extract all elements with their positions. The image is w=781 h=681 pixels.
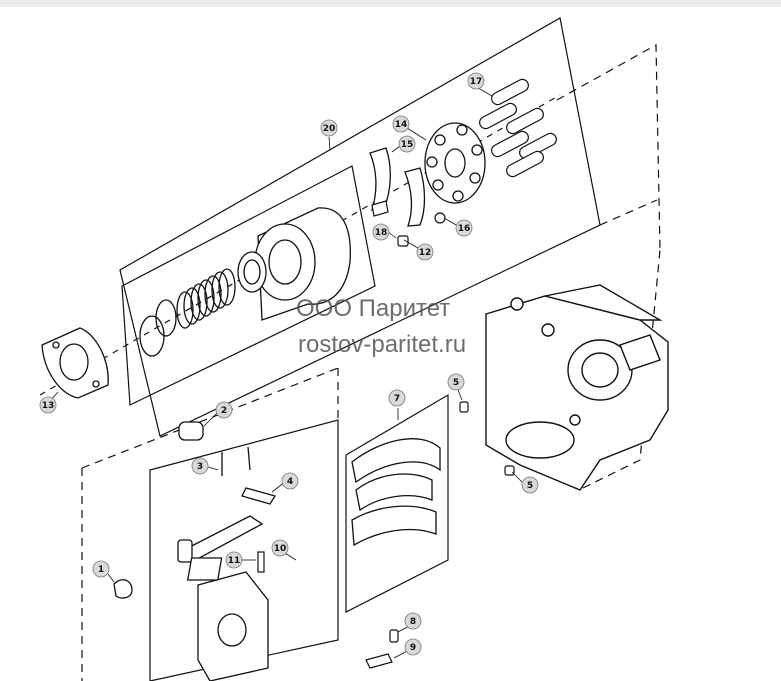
cylinder-frame [121,165,376,406]
piston-set [479,78,557,178]
callout-4: 4 [281,472,299,490]
callout-label: 12 [419,248,432,258]
callout-bubble [404,638,422,656]
swashplate-frame [345,393,449,613]
callout-13: 13 [39,396,57,414]
callout-label: 18 [375,228,388,238]
callout-11: 11 [225,551,243,569]
callout-label: 5 [453,378,459,388]
callout-label: 20 [323,124,336,134]
callout-bubble [372,223,390,241]
callout-bubble [271,539,289,557]
callout-bubble [467,72,485,90]
callout-8: 8 [404,612,422,630]
callout-15: 15 [398,135,416,153]
callout-bubble [455,219,473,237]
control-assembly-frame [149,419,339,681]
housing-dashed-outline [81,367,339,469]
callout-label: 2 [221,406,227,416]
callout-label: 11 [228,556,241,566]
callout-label: 4 [287,477,293,487]
callout-label: 10 [274,544,287,554]
callout-bubble [388,389,406,407]
pump-housing [485,284,669,491]
callout-bubble [92,560,110,578]
swashplate-bearings [351,438,441,547]
callout-label: 16 [458,224,471,234]
callout-12: 12 [416,243,434,261]
cylinder-block [237,207,351,321]
shoe-plate [369,147,426,227]
callout-16: 16 [455,219,473,237]
retainer-plate [424,122,486,204]
callout-bubble [215,401,233,419]
callout-1: 1 [92,560,110,578]
callout-label: 3 [197,462,203,472]
callout-14: 14 [392,115,410,133]
callout-bubble [39,396,57,414]
callout-label: 9 [410,643,416,653]
callout-17: 17 [467,72,485,90]
callout-3: 3 [191,457,209,475]
top-bar [0,0,781,7]
callout-label: 14 [395,120,408,130]
callout-bubble [398,135,416,153]
callout-7: 7 [388,389,406,407]
callout-10: 10 [271,539,289,557]
small-hardware [257,200,515,669]
callout-bubble [225,551,243,569]
callout-9: 9 [404,638,422,656]
control-body [113,421,277,681]
callout-bubble [521,476,539,494]
callout-bubble [191,457,209,475]
callout-bubble [320,119,338,137]
callout-bubble [416,243,434,261]
callout-label: 7 [394,394,400,404]
callout-label: 1 [98,565,104,575]
callout-5: 5 [521,476,539,494]
callout-label: 17 [470,77,483,87]
callout-bubble [392,115,410,133]
callout-bubble [281,472,299,490]
watermark-line-1: ООО Паритет [296,295,450,322]
callout-label: 5 [527,481,533,491]
callout-label: 15 [401,140,414,150]
callout-label: 8 [410,617,416,627]
callout-bubble [447,373,465,391]
watermark-line-2: rostov-paritet.ru [298,331,466,358]
callout-bubble [404,612,422,630]
callout-18: 18 [372,223,390,241]
callout-label: 13 [42,401,55,411]
port-plate [41,327,109,399]
callout-5: 5 [447,373,465,391]
spring-stack [139,268,236,357]
callout-20: 20 [320,119,338,137]
callout-2: 2 [215,401,233,419]
